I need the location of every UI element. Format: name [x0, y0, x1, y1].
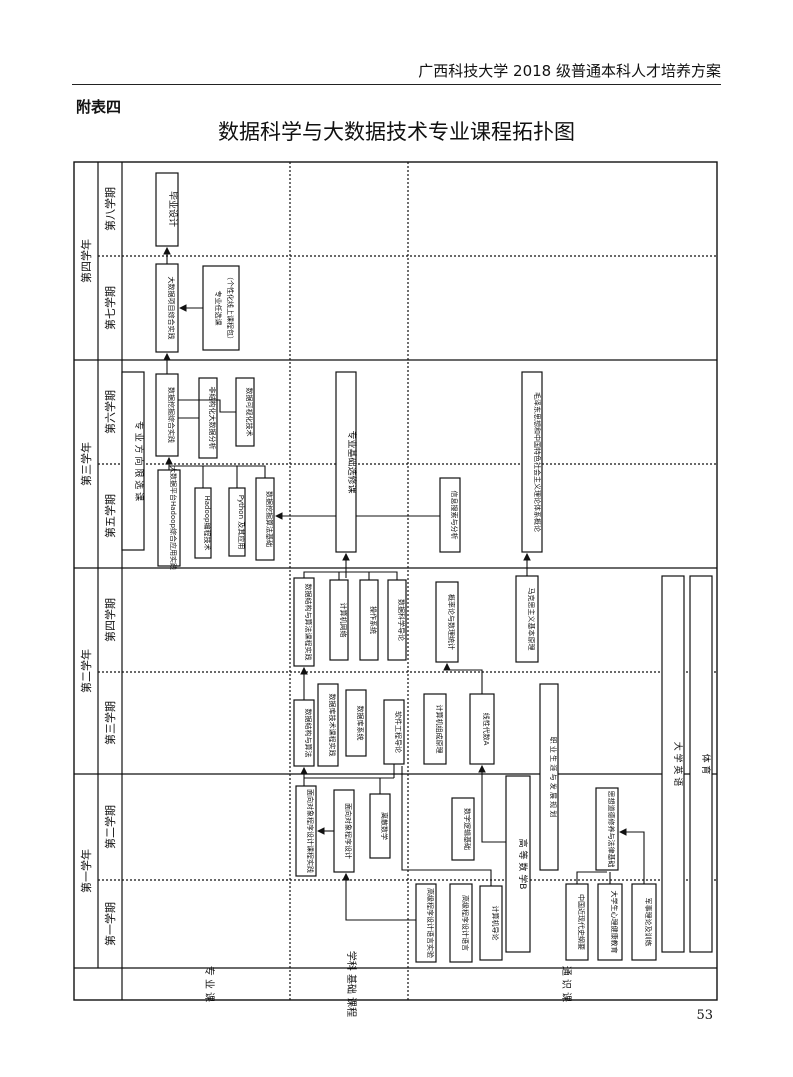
box-foundation-electives — [335, 371, 357, 553]
box-calculus — [505, 775, 531, 953]
course-visualization: 数据可视化技术 — [245, 388, 254, 437]
box-oop-design — [295, 785, 317, 877]
diagram-frame — [73, 161, 718, 1001]
annex-label: 附表四 — [76, 98, 122, 116]
arrow-hist-to-ethics — [576, 871, 607, 884]
category-general: 通 识 课 — [560, 966, 572, 1002]
course-bigdata-project: 大数据项目综合实践 — [167, 277, 176, 340]
year-label-4: 第四学年 — [79, 239, 93, 283]
course-ds-intro: 数据科学导论 — [397, 599, 406, 641]
box-hl-practice — [415, 883, 437, 963]
course-ds-algo-practice: 数据结构与算法课程实践 — [304, 584, 313, 661]
line-sem4-bus — [303, 571, 398, 580]
course-comp-org: 计算机组成原理 — [435, 705, 444, 754]
course-oop-design: 面向对象程序设计课程实践 — [306, 789, 315, 873]
course-grad-design: 毕业设计 — [167, 191, 179, 227]
course-prob-stats: 概率论与数理统计 — [447, 594, 456, 650]
course-directional-electives: 专 业 方 向 限 选 课 — [133, 421, 145, 501]
year-label-2: 第二学年 — [79, 649, 93, 693]
course-military: 军事理论及训练 — [644, 898, 653, 947]
course-elective-track: 专业任选课 — [214, 291, 223, 326]
course-linear-algebra: 线性代数A — [482, 713, 491, 746]
course-hadoop-practice: 大数据平台Hadoop综合应用实践 — [169, 466, 178, 570]
course-foundation-electives: 专业基础选修课 — [346, 430, 358, 493]
course-python-app: Python 及其应用 — [237, 495, 246, 550]
course-oop: 面向对象程序设计 — [344, 803, 353, 859]
box-directional-electives — [121, 371, 145, 551]
box-hl-lang — [449, 883, 473, 963]
category-foundation: 学科 基础 课程 — [345, 951, 358, 1017]
course-marxism: 马克思主义基本原理 — [527, 588, 536, 651]
course-mining-practice: 数据挖掘综合实践 — [167, 387, 176, 443]
semester-label-2: 第二学期 — [103, 805, 117, 849]
course-mining-algo: 数据挖掘算法基础 — [265, 491, 274, 547]
box-db-practice — [317, 683, 339, 767]
course-ethics-law: 思想道德修养与法律基础 — [607, 791, 616, 868]
page-header: 广西科技大学 2018 级普通本科人才培养方案 — [72, 60, 721, 85]
course-cs-intro: 计算机导论 — [491, 906, 500, 941]
course-calculus: 高 等 数 学B — [517, 839, 529, 890]
course-info-search: 信息搜索与分析 — [450, 491, 459, 540]
course-modern-history: 中国近现代史纲要 — [577, 894, 586, 950]
box-db-system — [345, 689, 367, 757]
semester-label-1: 第一学期 — [103, 902, 117, 946]
box-comp-org — [423, 693, 447, 765]
box-digital-logic — [451, 797, 475, 861]
running-title: 广西科技大学 2018 级普通本科人才培养方案 — [418, 62, 721, 80]
course-hadoop-prog: Hadoop编程技术 — [203, 495, 212, 550]
course-mao-intro: 毛泽东思想和中国特色社会主义理论体系概论 — [533, 392, 542, 532]
year-label-3: 第三学年 — [79, 442, 93, 486]
course-db-practice: 数据库技术课程实践 — [328, 694, 337, 757]
course-se-intro: 软件工程导论 — [394, 711, 403, 753]
arrow-military-to-ethics — [618, 828, 645, 884]
semester-label-4: 第四学期 — [103, 598, 117, 642]
course-english: 大 学 英 语 — [672, 742, 684, 787]
line-viz-to-mining — [178, 399, 236, 413]
year-label-1: 第一学年 — [79, 849, 93, 893]
course-os: 操作系统 — [369, 606, 378, 634]
box-ethics-law — [595, 787, 619, 871]
course-elective-note: （个性化线上课程包） — [226, 273, 235, 343]
course-pe: 体 育 — [700, 754, 712, 775]
line-cs-intro-to-se — [401, 766, 492, 886]
box-pe — [689, 575, 713, 953]
course-mental-health: 大学生心理健康教育 — [610, 891, 619, 954]
arrow-calculus-to-linear — [478, 764, 506, 843]
arrow-linear-to-prob — [443, 662, 483, 694]
course-network: 计算机网络 — [339, 603, 348, 638]
course-hl-practice: 高级程序设计语言实验 — [426, 888, 435, 958]
arrow-hl-to-oop — [342, 872, 416, 921]
box-info-search — [439, 477, 461, 553]
course-db-system: 数据库系统 — [356, 706, 365, 741]
box-career — [539, 683, 559, 871]
semester-label-3: 第三学期 — [103, 701, 117, 745]
box-grad-design — [155, 172, 179, 247]
course-career: 职 业 生 涯 与 发 展 规 划 — [549, 737, 558, 818]
course-digital-logic: 数字逻辑基础 — [463, 808, 472, 850]
semester-label-5: 第五学期 — [103, 494, 117, 538]
box-prob-stats — [435, 581, 459, 663]
line-mining-algo-up — [203, 465, 266, 478]
semester-label-8: 第八学期 — [103, 187, 117, 231]
course-ds-algo: 数据结构与算法 — [304, 709, 313, 758]
semester-label-7: 第七学期 — [103, 286, 117, 330]
box-mao-intro — [521, 371, 543, 553]
category-major: 专 业 课 — [203, 966, 216, 1002]
course-unstructured: 非结构化大数据分析 — [208, 387, 217, 450]
course-hl-lang: 高级程序设计语言 — [461, 895, 470, 951]
diagram-title: 数据科学与大数据技术专业课程拓扑图 — [218, 120, 575, 144]
course-discrete: 离散数学 — [380, 812, 389, 840]
semester-label-6: 第六学期 — [103, 390, 117, 434]
page-number: 53 — [696, 1008, 713, 1023]
box-english — [661, 575, 685, 953]
